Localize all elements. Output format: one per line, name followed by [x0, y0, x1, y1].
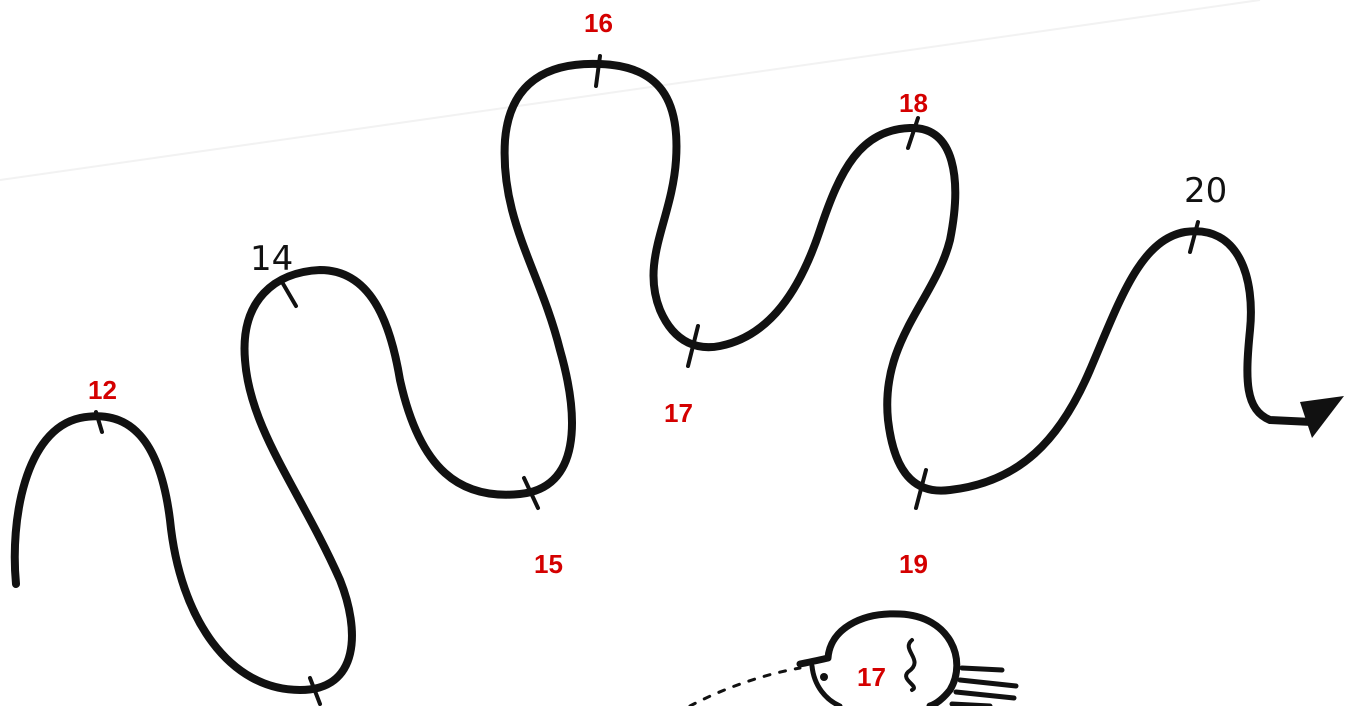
bulb-base-lines: [952, 668, 1016, 706]
label-16: 16: [584, 8, 613, 38]
tick-marks: [96, 56, 1198, 704]
label-17: 17: [664, 398, 693, 428]
wavy-path: [15, 64, 1312, 690]
label-19: 19: [899, 549, 928, 579]
bulb-label: 17: [857, 662, 886, 692]
tick-14: [282, 282, 296, 306]
label-18: 18: [899, 88, 928, 118]
label-12: 12: [88, 375, 117, 405]
bulb-filament: [906, 640, 915, 690]
page-edge: [0, 0, 1260, 180]
arrowhead-icon: [1300, 396, 1344, 438]
tick-20: [1190, 222, 1198, 252]
tick-18: [908, 118, 918, 148]
label-20: 20: [1184, 171, 1227, 211]
bulb-neck: [812, 666, 840, 706]
label-15: 15: [534, 549, 563, 579]
bulb-dot: [820, 673, 828, 681]
bulb-dotted-trail: [690, 668, 800, 706]
lightbulb-icon: 17: [690, 614, 1016, 706]
label-14: 14: [250, 239, 293, 279]
